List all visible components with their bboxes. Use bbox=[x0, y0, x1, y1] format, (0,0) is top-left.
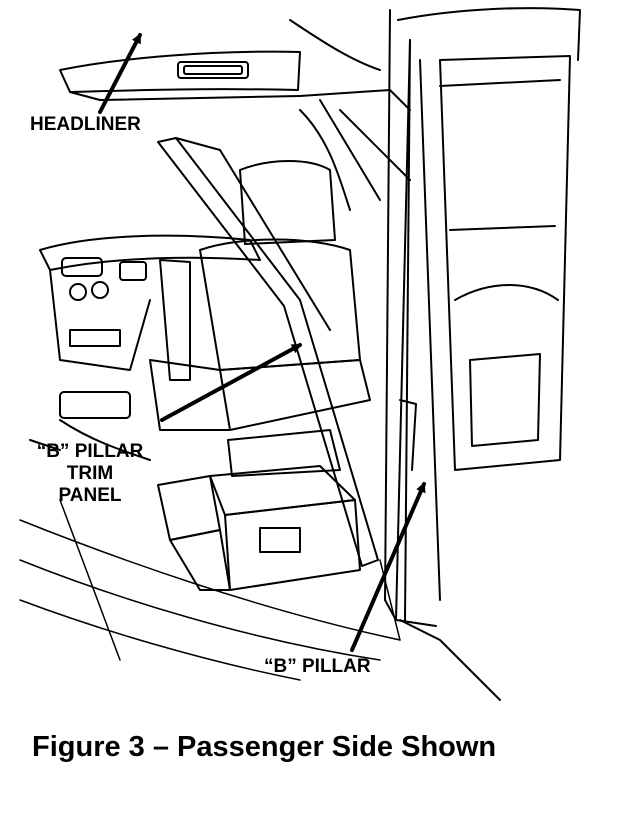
leader-arrows bbox=[98, 33, 426, 652]
storage-console bbox=[157, 429, 361, 591]
windshield-frame bbox=[299, 89, 411, 211]
headliner-label: HEADLINER bbox=[30, 114, 141, 135]
arrow-headliner bbox=[98, 33, 142, 114]
b-pillar-trim-panel-label: “B” PILLAR TRIM PANEL bbox=[20, 441, 160, 507]
floor bbox=[19, 499, 401, 681]
arrow-b-pillar bbox=[350, 482, 426, 652]
b-pillar-trim-label-line3: PANEL bbox=[58, 485, 122, 506]
b-pillar-trim-label-line2: TRIM bbox=[66, 463, 114, 484]
headliner-visor bbox=[59, 19, 381, 101]
arrow-b-pillar-trim bbox=[160, 343, 302, 422]
open-door bbox=[397, 7, 581, 601]
figure-caption: Figure 3 – Passenger Side Shown bbox=[32, 731, 497, 763]
dashboard bbox=[29, 234, 261, 461]
b-pillar-trim-panel bbox=[157, 137, 379, 567]
b-pillar-label: “B” PILLAR bbox=[264, 656, 371, 677]
passenger-seat bbox=[149, 160, 371, 431]
b-pillar-trim-label-line1: “B” PILLAR bbox=[36, 441, 144, 462]
